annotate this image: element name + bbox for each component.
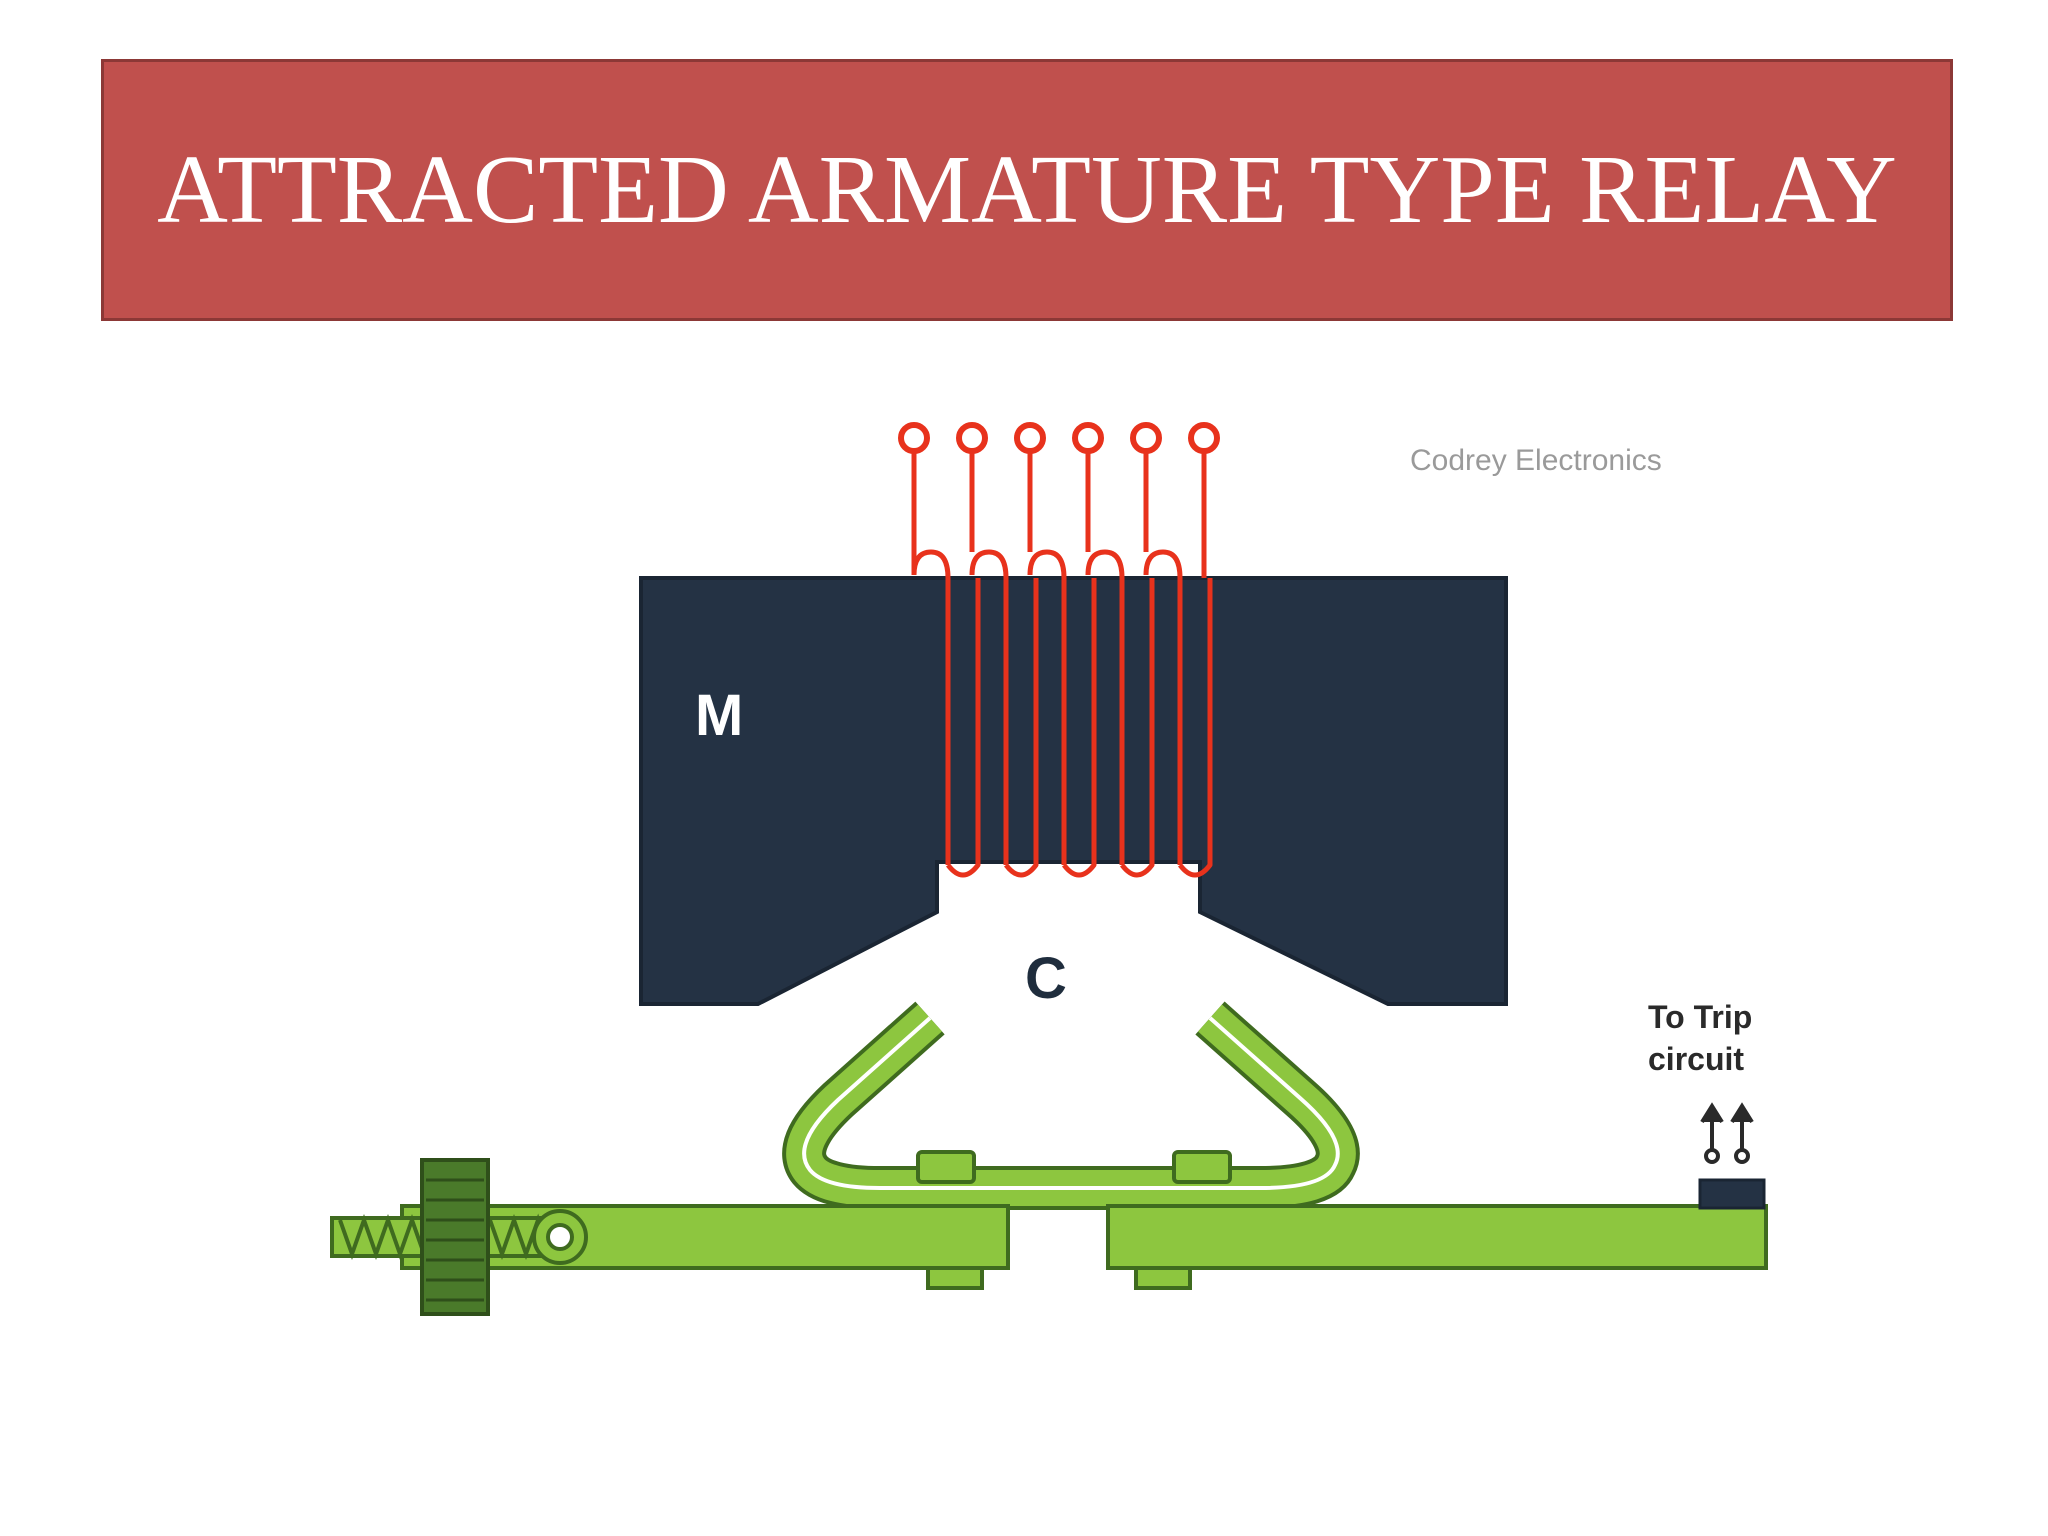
trip-label-line2: circuit [1648,1041,1744,1077]
armature [782,1001,1360,1210]
slide-title: ATTRACTED ARMATURE TYPE RELAY [157,136,1897,244]
lever-bar [400,1204,1768,1290]
adjusting-nut [420,1158,490,1316]
coil-terminal [1014,422,1046,454]
coil-terminal [1072,422,1104,454]
pivot [532,1209,588,1265]
watermark-label: Codrey Electronics [1410,444,1662,477]
armature-bolt [1172,1150,1232,1184]
coil-terminal [956,422,988,454]
armature-bolt [916,1150,976,1184]
electromagnet-core [639,576,1508,1006]
trip-terminals [1700,1102,1754,1164]
coil-winding [911,452,1213,878]
coil-terminal [898,422,930,454]
coil-terminal [1130,422,1162,454]
lever-bolt [926,1266,984,1290]
coil-terminal [1188,422,1220,454]
trip-label-line1: To Trip [1648,999,1752,1035]
air-gap-label-c: C [1025,946,1067,1011]
core-label-m: M [695,683,743,748]
lever-bolt [1134,1266,1192,1290]
title-banner: ATTRACTED ARMATURE TYPE RELAY [101,59,1953,321]
coil-terminals [898,422,1220,454]
trip-contact [1698,1178,1766,1210]
